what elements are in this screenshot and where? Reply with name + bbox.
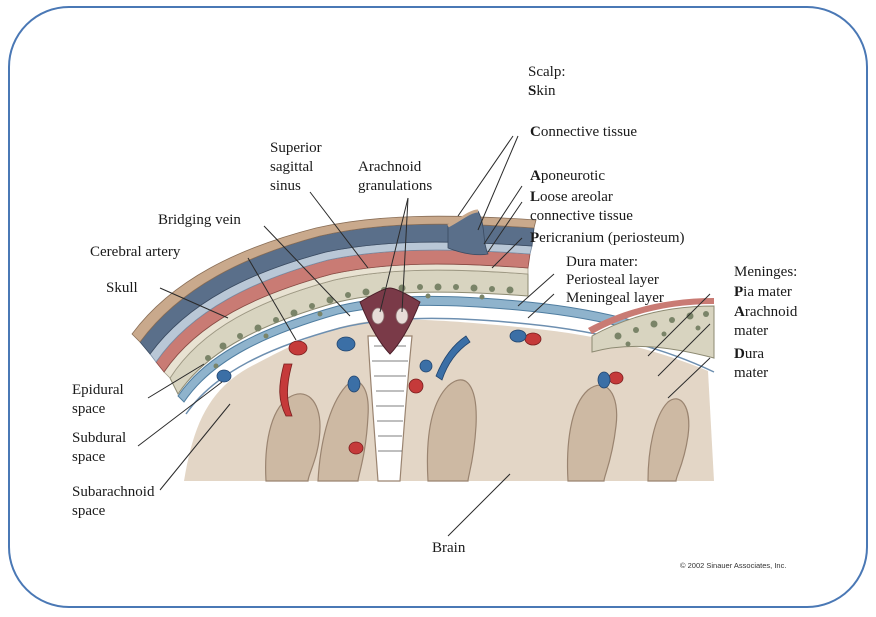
label-subarachnoid-2: space [72, 503, 106, 519]
label-connective-tissue: Connective tissue [530, 124, 637, 140]
label-meningeal-layer: Meningeal layer [566, 290, 664, 306]
label-subdural-1: Subdural [72, 430, 126, 446]
label-pericranium: Pericranium (periosteum) [530, 230, 685, 246]
label-pia-mater: Pia mater [734, 284, 792, 300]
label-subarachnoid-1: Subarachnoid [72, 484, 155, 500]
label-superior-sagittal-2: sagittal [270, 159, 313, 175]
label-dura-mater: Dura [734, 346, 764, 362]
label-epidural-1: Epidural [72, 382, 124, 398]
copyright-notice: © 2002 Sinauer Associates, Inc. [680, 561, 786, 570]
label-arachnoid-mater-line2: mater [734, 323, 768, 339]
label-brain: Brain [432, 540, 466, 556]
diagram-frame: Scalp: Skin Connective tissue Aponeuroti… [8, 6, 870, 610]
label-arachnoid-mater: Arachnoid [734, 304, 798, 320]
label-loose-areolar: Loose areolar [530, 189, 613, 205]
label-skull: Skull [106, 280, 138, 296]
label-epidural-2: space [72, 401, 106, 417]
label-superior-sagittal-3: sinus [270, 178, 301, 194]
label-arachnoid-granulations-2: granulations [358, 178, 432, 194]
label-superior-sagittal-1: Superior [270, 140, 322, 156]
label-dura-mater-line2: mater [734, 365, 768, 381]
label-scalp-heading: Scalp: [528, 64, 566, 80]
meninges-diagram: Scalp: Skin Connective tissue Aponeuroti… [8, 6, 870, 610]
label-meninges-heading: Meninges: [734, 264, 797, 280]
label-subdural-2: space [72, 449, 106, 465]
label-cerebral-artery: Cerebral artery [90, 244, 181, 260]
label-periosteal-layer: Periosteal layer [566, 272, 659, 288]
label-bridging-vein: Bridging vein [158, 212, 241, 228]
label-skin: Skin [528, 83, 556, 99]
label-dura-mater-heading: Dura mater: [566, 254, 638, 270]
label-loose-areolar-line2: connective tissue [530, 208, 633, 224]
label-aponeurotic: Aponeurotic [530, 168, 605, 184]
label-arachnoid-granulations-1: Arachnoid [358, 159, 422, 175]
